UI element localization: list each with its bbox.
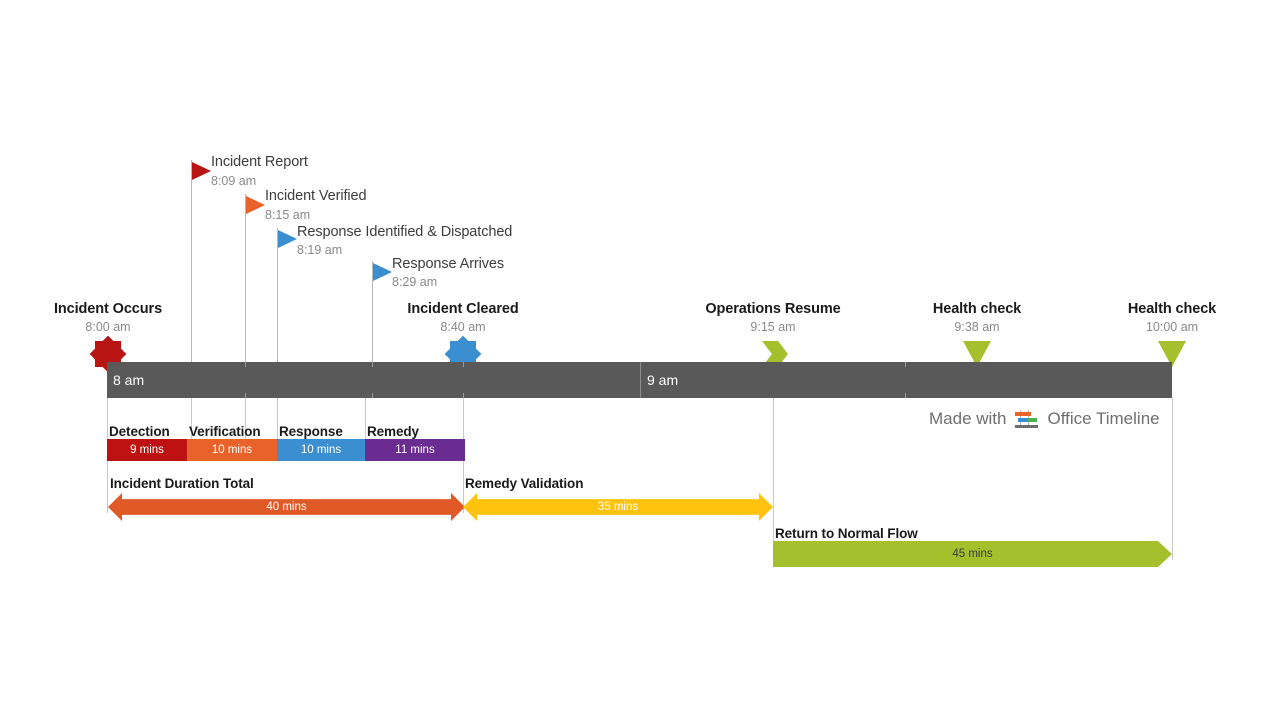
milestone-title-health-check-1: Health check	[932, 301, 1022, 317]
milestone-title-health-check-2: Health check	[1127, 301, 1217, 317]
axis-time-label: 8 am	[113, 372, 145, 388]
flag-title-response-identified-dispatched: Response Identified & Dispatched	[297, 224, 513, 240]
axis-tick	[905, 362, 906, 367]
gridline	[277, 398, 278, 443]
flag-icon-response-identified-dispatched[interactable]	[278, 230, 297, 248]
phase-bar-verification[interactable]: 10 mins	[187, 439, 277, 461]
office-timeline-product-name: Office Timeline	[1047, 409, 1160, 428]
made-with-label: Made with	[929, 409, 1007, 428]
phase-label-detection: Detection	[109, 424, 170, 439]
axis-tick	[245, 362, 246, 367]
milestone-date-incident-occurs: 8:00 am	[85, 320, 131, 334]
axis-tick	[463, 362, 464, 367]
phase-bar-response[interactable]: 10 mins	[277, 439, 365, 461]
flag-date-incident-report: 8:09 am	[211, 174, 257, 188]
flag-pole-incident-report	[191, 160, 192, 364]
phase-label-remedy: Remedy	[367, 424, 419, 439]
axis-time-label: 9 am	[647, 372, 679, 388]
gridline	[245, 398, 246, 443]
milestone-date-incident-cleared: 8:40 am	[440, 320, 486, 334]
flag-icon-response-arrives[interactable]	[373, 263, 392, 281]
flag-pole-incident-verified	[245, 194, 246, 364]
gridline	[191, 398, 192, 443]
gridline	[365, 398, 366, 443]
phase-label-verification: Verification	[189, 424, 261, 439]
milestone-title-incident-occurs: Incident Occurs	[53, 301, 163, 317]
duration-label-return-to-normal-flow: Return to Normal Flow	[775, 526, 918, 541]
milestone-title-operations-resume: Operations Resume	[705, 301, 841, 317]
milestone-date-health-check-2: 10:00 am	[1145, 320, 1199, 334]
duration-bar-return-to-normal-flow[interactable]: 45 mins	[773, 541, 1172, 567]
duration-label-remedy-validation: Remedy Validation	[465, 476, 584, 491]
flag-pole-response-identified-dispatched	[277, 228, 278, 364]
flag-icon-incident-report[interactable]	[192, 162, 211, 180]
time-axis-band	[107, 362, 1172, 398]
phase-bar-remedy[interactable]: 11 mins	[365, 439, 465, 461]
axis-tick	[905, 393, 906, 398]
axis-tick	[372, 362, 373, 367]
duration-bar-incident-duration-total[interactable]: 40 mins	[108, 493, 465, 521]
flag-date-incident-verified: 8:15 am	[265, 208, 311, 222]
milestone-title-incident-cleared: Incident Cleared	[407, 301, 519, 317]
duration-bar-shape	[773, 541, 1172, 567]
duration-label-incident-duration-total: Incident Duration Total	[110, 476, 254, 491]
flag-pole-response-arrives	[372, 261, 373, 364]
gridline	[773, 398, 774, 558]
phase-bar-detection[interactable]: 9 mins	[107, 439, 187, 461]
flag-title-incident-report: Incident Report	[211, 154, 308, 170]
duration-bar-remedy-validation[interactable]: 35 mins	[463, 493, 773, 521]
flag-date-response-identified-dispatched: 8:19 am	[297, 243, 343, 257]
axis-divider	[640, 362, 641, 398]
flag-title-incident-verified: Incident Verified	[265, 188, 367, 204]
duration-bar-shape	[108, 493, 465, 521]
phase-label-response: Response	[279, 424, 343, 439]
gridline	[1172, 398, 1173, 560]
flag-title-response-arrives: Response Arrives	[392, 256, 505, 272]
flag-date-response-arrives: 8:29 am	[392, 275, 438, 289]
flag-icon-incident-verified[interactable]	[246, 196, 265, 214]
milestone-date-operations-resume: 9:15 am	[750, 320, 796, 334]
duration-bar-shape	[463, 493, 773, 521]
axis-tick	[372, 393, 373, 398]
office-timeline-logo[interactable]: Made with Office Timeline	[929, 409, 1160, 429]
milestone-date-health-check-1: 9:38 am	[954, 320, 1000, 334]
office-timeline-gantt-icon	[1015, 409, 1039, 429]
axis-tick	[463, 393, 464, 398]
axis-tick	[245, 393, 246, 398]
